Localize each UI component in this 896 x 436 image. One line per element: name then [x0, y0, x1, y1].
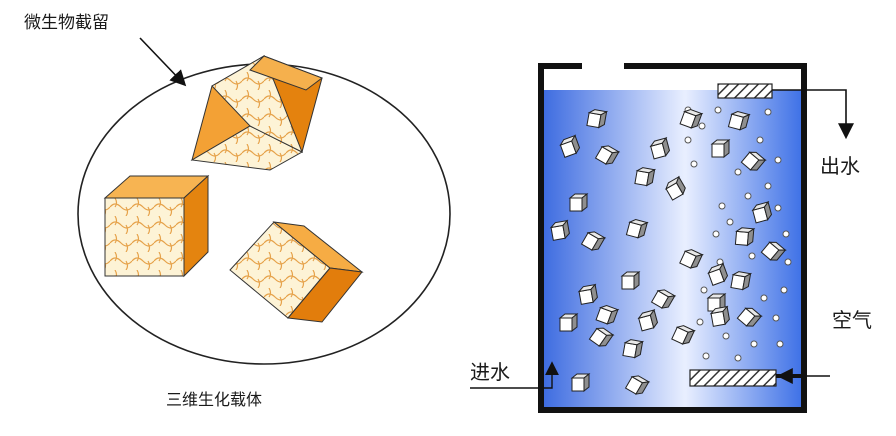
small-cube-icon: [727, 111, 751, 131]
small-cube-icon: [586, 109, 609, 129]
small-cube-icon: [595, 305, 620, 325]
air-bubble-icon: [784, 258, 792, 266]
small-cube-icon: [588, 327, 615, 347]
tank-walls: [538, 66, 807, 413]
small-cube-icon: [734, 227, 756, 247]
air-bubble-icon: [772, 314, 780, 322]
small-cube-icon: [594, 145, 621, 165]
carrier-cube-icon: [229, 221, 364, 323]
small-cube-icon: [671, 325, 696, 345]
air-bubble-icon: [714, 106, 722, 114]
small-cube-icon: [577, 283, 598, 305]
small-cube-icon: [558, 312, 579, 333]
air-bubble-icon: [684, 136, 692, 144]
carrier-cube-icon: [103, 174, 210, 278]
small-cube-icon: [570, 372, 591, 393]
small-cube-icon: [665, 175, 686, 201]
label-water-in: 进水: [470, 360, 510, 384]
small-cube-icon: [634, 167, 657, 187]
air-bubble-icon: [734, 354, 742, 362]
small-cube-icon: [650, 289, 677, 309]
small-cube-icon: [568, 192, 589, 213]
small-cube-icon: [751, 200, 773, 224]
air-bubble-icon: [718, 202, 726, 210]
small-cube-icon: [620, 270, 641, 291]
air-bubble-icon: [774, 156, 782, 164]
small-cube-icon: [649, 136, 671, 160]
air-bubble-icon: [774, 204, 782, 212]
air-bubble-icon: [764, 108, 772, 116]
air-bubble-icon: [712, 230, 720, 238]
air-bubble-icon: [782, 230, 790, 238]
air-diffuser: [689, 369, 777, 387]
label-air: 空气: [832, 308, 872, 332]
reactor-tank: [470, 63, 854, 413]
inlet-pipe: [470, 361, 559, 389]
small-cube-icon: [580, 231, 607, 251]
air-bubble-icon: [750, 340, 758, 348]
small-cube-icon: [740, 151, 767, 171]
air-bubble-icon: [744, 192, 752, 200]
carrier-cube-icon: [190, 55, 324, 171]
small-cube-icon: [707, 262, 729, 286]
air-bubble-icon: [702, 352, 710, 360]
small-cube-icon: [559, 134, 581, 158]
small-cube-icon: [624, 375, 651, 395]
label-water-out: 出水: [820, 154, 860, 178]
label-carrier-title: 三维生化载体: [166, 390, 263, 409]
small-cube-icon: [730, 271, 753, 291]
small-cube-icon: [637, 308, 659, 332]
air-bubble-icon: [698, 122, 706, 130]
small-cube-icon: [710, 138, 731, 159]
small-cube-icon: [679, 249, 704, 269]
air-bubble-icon: [760, 294, 768, 302]
outlet-pipe: [772, 89, 854, 140]
outlet-collector: [717, 83, 773, 99]
retention-arrow: [139, 37, 187, 87]
small-cube-icon: [625, 219, 649, 239]
label-microbe-retention: 微生物截留: [24, 13, 109, 33]
air-bubble-icon: [756, 136, 764, 144]
air-bubble-icon: [700, 286, 708, 294]
air-bubble-icon: [690, 160, 698, 168]
air-bubble-icon: [776, 340, 784, 348]
air-bubble-icon: [726, 218, 734, 226]
small-cube-icon: [679, 109, 704, 129]
carrier-detail: [77, 37, 451, 365]
air-bubble-icon: [734, 168, 742, 176]
air-bubble-icon: [696, 318, 704, 326]
air-bubble-icon: [722, 332, 730, 340]
small-cube-icon: [549, 219, 570, 241]
suspended-carriers: [549, 109, 787, 395]
air-bubble-icon: [748, 252, 756, 260]
small-cube-icon: [760, 241, 787, 261]
small-cube-icon: [709, 305, 730, 327]
small-cube-icon: [736, 307, 763, 327]
air-bubble-icon: [764, 182, 772, 190]
air-bubble-icon: [780, 286, 788, 294]
small-cube-icon: [622, 339, 645, 359]
